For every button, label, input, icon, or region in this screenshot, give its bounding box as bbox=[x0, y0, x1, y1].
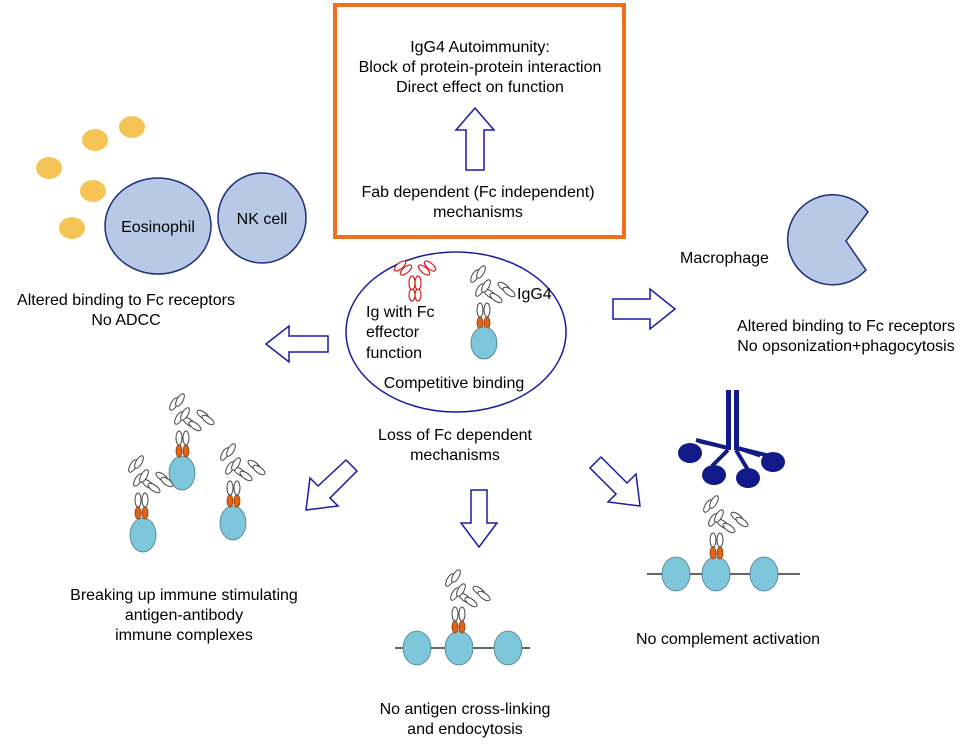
box-line3: Direct effect on function bbox=[396, 79, 564, 96]
crosslinking-line2: and endocytosis bbox=[407, 721, 523, 738]
competitive-binding-label: Competitive binding bbox=[384, 375, 525, 392]
antigen bbox=[402, 630, 432, 666]
igg4-antibody bbox=[126, 453, 175, 520]
complement-label: No complement activation bbox=[636, 631, 820, 648]
ig-line3: function bbox=[366, 345, 422, 362]
igg4-antibody bbox=[218, 441, 267, 508]
box-title: IgG4 Autoimmunity: bbox=[410, 39, 550, 56]
complement-protein bbox=[678, 390, 785, 488]
right-arrow bbox=[612, 287, 677, 331]
granule bbox=[80, 180, 106, 202]
complexes-line1: Breaking up immune stimulating bbox=[70, 587, 298, 604]
down-right-arrow bbox=[588, 455, 641, 507]
antigen bbox=[701, 556, 731, 592]
ig-line1: Ig with Fc bbox=[366, 304, 434, 321]
complexes-line2: antigen-antibody bbox=[125, 607, 243, 624]
granule bbox=[59, 217, 85, 239]
crosslinking-line1: No antigen cross-linking bbox=[380, 701, 551, 718]
down-left-arrow bbox=[305, 458, 359, 511]
box-bottom2: mechanisms bbox=[433, 204, 523, 221]
right-fc-line1: Altered binding to Fc receptors bbox=[737, 318, 955, 335]
left-fc-line2: No ADCC bbox=[91, 312, 160, 329]
macrophage-cell bbox=[786, 194, 869, 286]
eosinophil-label: Eosinophil bbox=[121, 219, 195, 236]
igg4-antibody bbox=[443, 567, 492, 634]
antigen bbox=[219, 505, 247, 541]
granule bbox=[82, 129, 108, 151]
nk-cell bbox=[217, 172, 307, 264]
box-bottom1: Fab dependent (Fc independent) bbox=[361, 184, 594, 201]
igg4-antibody bbox=[701, 493, 750, 560]
up-arrow bbox=[454, 106, 496, 171]
ig-line2: effector bbox=[366, 324, 420, 341]
granule bbox=[36, 157, 62, 179]
antigen bbox=[661, 556, 691, 592]
antigen bbox=[470, 326, 498, 360]
loss-line1: Loss of Fc dependent bbox=[378, 427, 532, 444]
antigen bbox=[749, 556, 779, 592]
antigen bbox=[444, 630, 474, 666]
igg4-label: IgG4 bbox=[517, 286, 552, 303]
eosinophil-cell bbox=[104, 177, 212, 275]
left-fc-line1: Altered binding to Fc receptors bbox=[17, 292, 235, 309]
right-fc-line2: No opsonization+phagocytosis bbox=[737, 338, 954, 355]
granule bbox=[119, 116, 145, 138]
complexes-line3: immune complexes bbox=[115, 627, 253, 644]
macrophage-label: Macrophage bbox=[680, 250, 769, 267]
nk-cell-label: NK cell bbox=[237, 211, 288, 228]
box-line2: Block of protein-protein interaction bbox=[359, 59, 602, 76]
down-arrow bbox=[459, 489, 499, 549]
loss-line2: mechanisms bbox=[410, 447, 500, 464]
antigen bbox=[168, 455, 196, 491]
antigen bbox=[493, 630, 523, 666]
left-arrow bbox=[264, 324, 329, 364]
igg4-antibody bbox=[167, 391, 216, 458]
antigen bbox=[129, 517, 157, 553]
